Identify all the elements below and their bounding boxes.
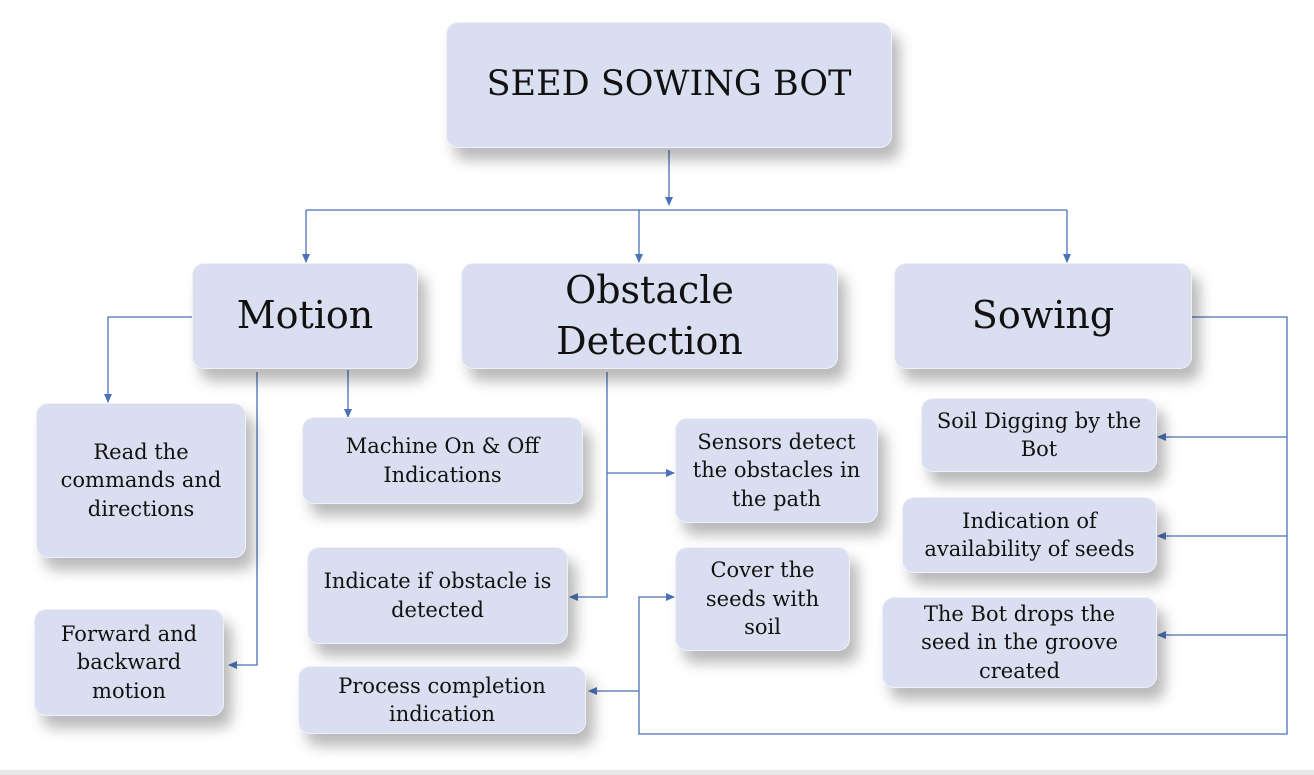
- sensors-detect-box: Sensors detect the obstacles in the path: [675, 418, 878, 523]
- process-completion-box: Process completion indication: [298, 666, 586, 734]
- cover-seeds-box: Cover the seeds with soil: [675, 547, 850, 651]
- forward-backward-text: Forward and backward motion: [60, 621, 198, 703]
- read-commands-box: Read the commands and directions: [36, 403, 246, 558]
- connector-motion-read: [104, 316, 192, 403]
- drops-seed-box: The Bot drops the seed in the groove cre…: [882, 597, 1157, 688]
- machine-on-off-text: Machine On & Off Indications: [345, 434, 540, 487]
- motion-label: Motion: [236, 293, 374, 338]
- sowing-box: Sowing: [894, 263, 1192, 369]
- connector-sowing-trunk: [638, 316, 1288, 735]
- read-commands-text: Read the commands and directions: [60, 439, 222, 521]
- seed-availability-box: Indication of availability of seeds: [902, 497, 1157, 573]
- forward-backward-box: Forward and backward motion: [34, 609, 224, 716]
- connector-obstacle-indicate: [569, 372, 608, 601]
- indicate-obstacle-text: Indicate if obstacle is detected: [323, 569, 552, 622]
- connector-motion-forward: [228, 372, 258, 669]
- process-completion-text: Process completion indication: [338, 673, 546, 726]
- cover-seeds-text: Cover the seeds with soil: [705, 558, 820, 640]
- sowing-label: Sowing: [971, 293, 1115, 338]
- machine-on-off-box: Machine On & Off Indications: [302, 417, 583, 504]
- soil-digging-box: Soil Digging by the Bot: [921, 398, 1157, 472]
- motion-box: Motion: [192, 263, 418, 369]
- sensors-detect-text: Sensors detect the obstacles in the path: [692, 429, 861, 511]
- title-box: SEED SOWING BOT: [446, 22, 892, 148]
- bottom-divider: [0, 770, 1314, 775]
- obstacle-detection-box: Obstacle Detection: [461, 263, 838, 369]
- obstacle-detection-label: Obstacle Detection: [556, 267, 743, 363]
- seed-availability-text: Indication of availability of seeds: [924, 508, 1135, 561]
- drops-seed-text: The Bot drops the seed in the groove cre…: [921, 601, 1118, 683]
- indicate-obstacle-box: Indicate if obstacle is detected: [307, 547, 568, 644]
- soil-digging-text: Soil Digging by the Bot: [936, 408, 1142, 461]
- title-text: SEED SOWING BOT: [486, 64, 852, 105]
